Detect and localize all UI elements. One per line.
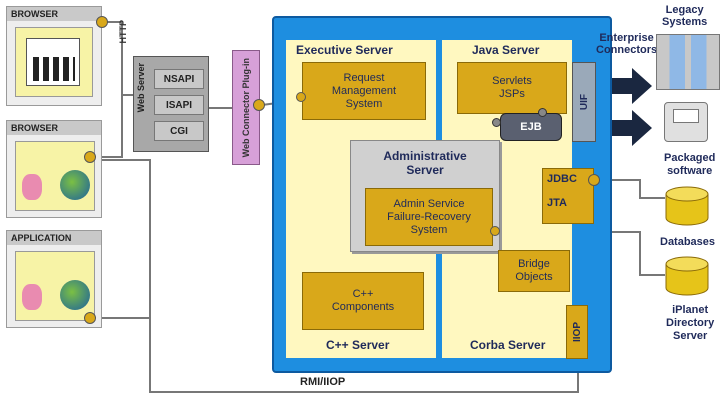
nsapi-box: NSAPI — [154, 69, 204, 89]
isapi-box: ISAPI — [154, 95, 204, 115]
port-dot — [253, 99, 265, 111]
browser-client-2: BROWSER — [6, 120, 102, 218]
administrative-server-title: Administrative Server — [383, 149, 467, 177]
port-dot — [84, 312, 96, 324]
port-dot — [84, 151, 96, 163]
web-server: Web Server NSAPI ISAPI CGI — [133, 56, 209, 152]
jdbc-label: JDBC — [547, 173, 577, 185]
legacy-systems-label: Legacy Systems — [662, 4, 708, 28]
packaged-software-icon — [664, 102, 708, 142]
uif-bar: UIF — [572, 62, 596, 142]
globe-window-icon — [15, 141, 95, 211]
client-title: BROWSER — [7, 7, 101, 21]
client-title: BROWSER — [7, 121, 101, 135]
port-dot — [296, 92, 306, 102]
databases-label: Databases — [660, 236, 716, 248]
port-dot — [588, 174, 600, 186]
database-icon — [664, 186, 710, 226]
rmi-iiop-label: RMI/IIOP — [300, 376, 346, 388]
enterprise-connectors-label: Enterprise Connectors — [596, 32, 658, 56]
application-client: APPLICATION — [6, 230, 102, 328]
cpp-server-title: C++ Server — [326, 338, 390, 352]
globe-window-icon — [15, 251, 95, 321]
globe-icon — [60, 280, 90, 310]
iplanet-directory-label: iPlanet Directory Server — [666, 304, 715, 342]
bridge-objects: Bridge Objects — [498, 250, 570, 292]
iiop-label: IIOP — [571, 321, 583, 342]
admin-service-failure-recovery: Admin Service Failure-Recovery System — [365, 188, 493, 246]
cgi-box: CGI — [154, 121, 204, 141]
java-server-title: Java Server — [472, 43, 540, 57]
request-management-system: Request Management System — [302, 62, 426, 120]
packaged-software-label: Packaged software — [664, 152, 716, 177]
flower-icon — [22, 284, 42, 310]
cpp-components: C++ Components — [302, 272, 424, 330]
jdbc-jta-block: JDBC JTA — [542, 168, 594, 224]
port-dot — [538, 108, 547, 117]
globe-icon — [60, 170, 90, 200]
iiop-block: IIOP — [566, 305, 588, 359]
web-connector-label: Web Connector Plug-in — [241, 57, 251, 158]
browser-window-icon — [15, 27, 93, 97]
jta-label: JTA — [547, 197, 567, 209]
port-dot — [492, 118, 501, 127]
port-dot — [96, 16, 108, 28]
uif-label: UIF — [578, 93, 590, 111]
executive-server-title: Executive Server — [296, 43, 393, 57]
web-server-title: Web Server — [136, 63, 146, 113]
client-title: APPLICATION — [7, 231, 101, 245]
ejb-container: EJB — [500, 113, 562, 141]
directory-server-icon — [664, 256, 710, 296]
http-label: HTTP — [118, 20, 128, 44]
servlets-jsps: Servlets JSPs — [457, 62, 567, 114]
flower-icon — [22, 174, 42, 200]
corba-server-title: Corba Server — [470, 338, 546, 352]
browser-client-1: BROWSER — [6, 6, 102, 106]
keypad-icon — [26, 38, 80, 86]
port-dot — [490, 226, 500, 236]
legacy-systems-icon — [656, 34, 720, 90]
